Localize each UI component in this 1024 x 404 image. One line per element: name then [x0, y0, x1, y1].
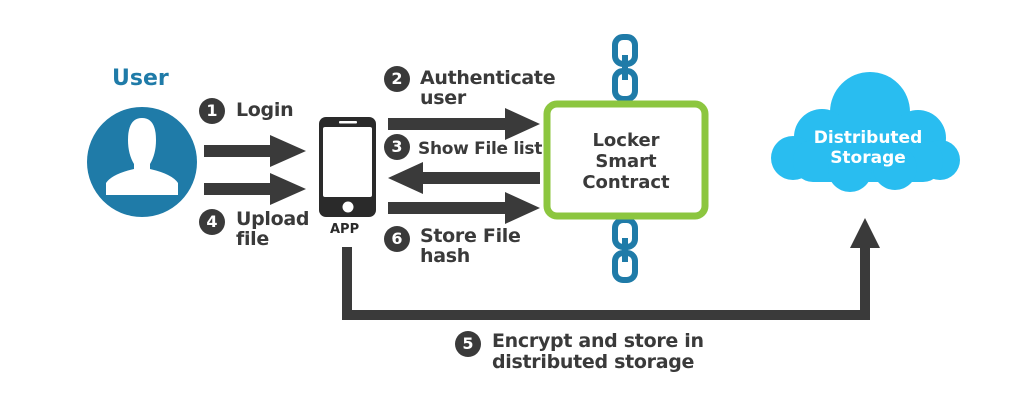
step-2-label-line1: Authenticate — [420, 67, 556, 89]
step-6-label-line1: Store File — [420, 225, 521, 247]
arrow-show-file-list — [388, 162, 540, 194]
storage-label-line1: Distributed — [813, 128, 923, 148]
smartphone-icon — [319, 117, 376, 217]
arrow-upload — [204, 173, 306, 205]
step-4-label-line1: Upload — [236, 208, 310, 230]
contract-label-line2: Smart — [595, 151, 657, 172]
step-1-label: Login — [236, 99, 294, 121]
step-4-label-line2: file — [236, 228, 269, 250]
step-3-label: Show File list — [418, 139, 543, 159]
step-4-badge: 4 — [199, 209, 225, 235]
step-1-badge: 1 — [199, 98, 225, 124]
chain-link-icon — [612, 217, 638, 283]
step-5-badge: 5 — [455, 331, 481, 357]
step-5-label-line2: distributed storage — [492, 351, 695, 373]
cloud-icon — [771, 72, 960, 192]
arrow-login — [204, 135, 306, 167]
step-2-badge: 2 — [384, 66, 410, 92]
contract-label-line1: Locker — [592, 130, 660, 151]
step-6-label-line2: hash — [420, 245, 470, 267]
arrow-encrypt-store — [342, 218, 880, 320]
storage-label: Distributed Storage — [790, 128, 946, 168]
user-avatar-icon — [87, 107, 197, 217]
smart-contract-box — [543, 100, 709, 220]
step-3-badge: 3 — [384, 134, 410, 160]
storage-label-line2: Storage — [830, 148, 906, 168]
user-title: User — [112, 66, 169, 91]
arrow-authenticate — [388, 108, 540, 140]
contract-label: Locker Smart Contract — [550, 130, 702, 193]
step-2-label-line2: user — [420, 87, 466, 109]
step-5-label-line1: Encrypt and store in — [492, 330, 704, 352]
chain-link-icon — [612, 34, 638, 102]
app-label: APP — [330, 222, 360, 237]
step-6-badge: 6 — [384, 226, 410, 252]
arrow-store-hash — [388, 192, 540, 224]
contract-label-line3: Contract — [582, 172, 670, 193]
